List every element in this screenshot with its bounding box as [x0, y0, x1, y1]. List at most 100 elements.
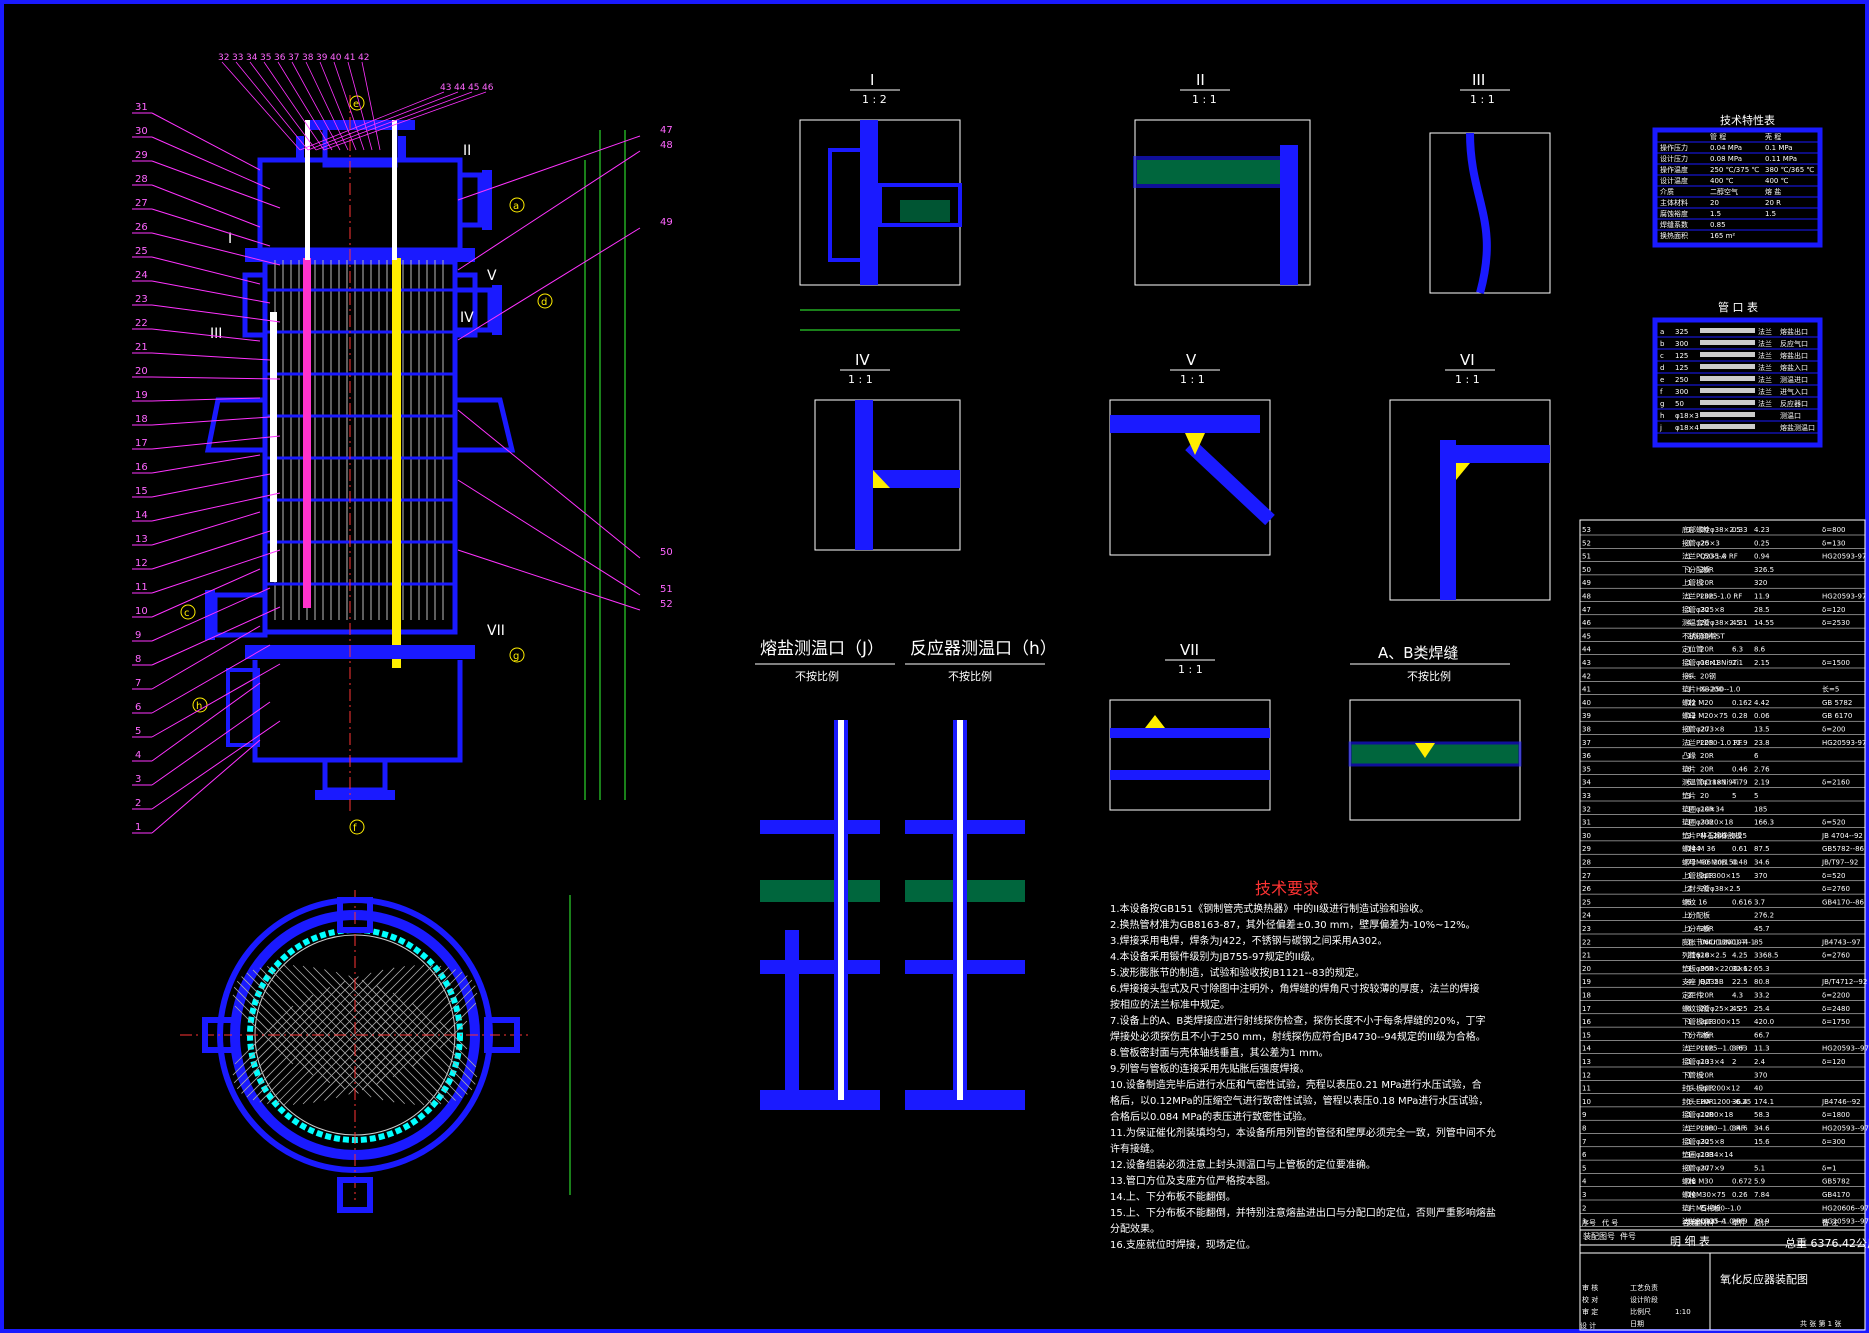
detail-III: III 1 : 1: [1429, 71, 1551, 295]
callout-40: 40: [330, 53, 342, 63]
parts-cell: 1: [1687, 1151, 1691, 1159]
tech-char-cell: 熔 盐: [1765, 187, 1781, 196]
parts-cell: 7: [1582, 1138, 1586, 1146]
parts-cell: 51: [1582, 553, 1591, 561]
parts-cell: 1: [1687, 819, 1691, 827]
parts-cell: 52: [1582, 539, 1591, 547]
parts-cell: δ=200: [1822, 726, 1846, 734]
parts-cell: 27: [1582, 872, 1591, 880]
nozzle-id: b: [1660, 340, 1665, 348]
nozzle-purpose: 熔盐出口: [1780, 327, 1808, 336]
nozzle-tags: e a d c h g f: [180, 95, 553, 835]
callout-51: 51: [660, 584, 673, 595]
parts-cell: 下分配板: [1682, 565, 1710, 574]
parts-cell: 85: [1754, 938, 1763, 946]
parts-cell: 20: [1700, 1005, 1709, 1013]
parts-cell: δ=1800: [1822, 1111, 1850, 1119]
tube-bundle: [265, 260, 455, 620]
parts-cell: 2: [1687, 992, 1691, 1000]
tech-char-cell: 主体材料: [1660, 198, 1688, 207]
parts-cell: δ=2160: [1822, 779, 1850, 787]
parts-cell: 47: [1582, 606, 1591, 614]
parts-cell: 2.1: [1732, 659, 1743, 667]
tech-char-cell: 20: [1710, 199, 1719, 207]
detail-V: V 1 : 1: [1109, 351, 1275, 556]
callout-4: 4: [135, 750, 141, 761]
parts-header: 序号: [1582, 1218, 1596, 1227]
parts-cell: 26: [1582, 885, 1591, 893]
parts-cell: 20R: [1700, 1031, 1714, 1039]
parts-cell: 4.42: [1754, 699, 1770, 707]
bottom-head: [252, 660, 463, 763]
parts-cell: 6.3: [1732, 646, 1743, 654]
parts-cell: 30: [1582, 832, 1591, 840]
parts-cell: 接管φ1200×18: [1682, 1110, 1733, 1119]
parts-cell: 垫片HS--250--1.0: [1682, 685, 1740, 694]
detail-VII-title: VII: [1180, 641, 1199, 659]
callout-8: 8: [135, 654, 141, 665]
parts-cell: 36.4: [1732, 1098, 1748, 1106]
callout-43: 43: [440, 83, 451, 93]
parts-cell: JB/T4712--92: [1821, 978, 1867, 986]
nozzle-id: g: [1660, 400, 1664, 408]
parts-cell: 20R: [1700, 579, 1714, 587]
parts-cell: 6: [1687, 765, 1692, 773]
role-scale: 比例尺: [1630, 1307, 1651, 1316]
nozzle-type: 法兰: [1758, 399, 1772, 408]
parts-cell: 3.63: [1732, 1045, 1748, 1053]
callout-20: 20: [135, 366, 148, 377]
parts-cell: 1: [1687, 606, 1691, 614]
parts-cell: 1: [1687, 1164, 1691, 1172]
nozzle-size: 300: [1675, 388, 1688, 396]
callout-21: 21: [135, 342, 148, 353]
parts-cell: δ=520: [1822, 872, 1846, 880]
molten-salt-port-note: 不按比例: [795, 669, 839, 683]
svg-text:I: I: [228, 231, 232, 247]
parts-cell: 20: [1700, 539, 1709, 547]
parts-cell: 1: [1687, 553, 1691, 561]
total-weight: 总重 6376.42公斤: [1785, 1236, 1869, 1250]
parts-cell: 49: [1582, 579, 1591, 587]
parts-cell: 垫片MS--300--1.0: [1682, 1203, 1741, 1212]
parts-cell: 25.4: [1754, 1005, 1770, 1013]
parts-cell: 20R: [1700, 819, 1714, 827]
callout-14: 14: [135, 510, 148, 521]
svg-text:V: V: [487, 268, 497, 284]
parts-cell: 1: [1687, 646, 1691, 654]
sig-approve: 审 定: [1582, 1307, 1598, 1316]
parts-cell: 螺栓 M30: [1682, 1177, 1713, 1186]
parts-cell: δ=1: [1822, 1164, 1837, 1172]
parts-cell: 4.3: [1732, 992, 1743, 1000]
parts-cell: δ=2760: [1822, 952, 1850, 960]
parts-cell: 支座 JB/T 2: [1682, 977, 1718, 986]
parts-cell: 144: [1687, 845, 1701, 853]
nozzle-size: 50: [1675, 400, 1684, 408]
parts-cell: 4: [1687, 672, 1692, 680]
parts-cell: 216: [1687, 952, 1701, 960]
detail-V-scale: 1 : 1: [1180, 373, 1205, 386]
parts-cell: 0.28: [1732, 712, 1748, 720]
tech-req-item: 16.支座就位时焊接，现场定位。: [1110, 1238, 1256, 1251]
detail-IV-title: IV: [855, 351, 870, 369]
parts-cell: 1: [1687, 752, 1691, 760]
tech-req-item: 1.本设备按GB151《钢制管壳式换热器》中的II级进行制造试验和验收。: [1110, 902, 1429, 915]
parts-cell: 20: [1582, 965, 1591, 973]
callout-42: 42: [358, 53, 369, 63]
tech-req-item: 6.焊接接头型式及尺寸除图中注明外，角焊缝的焊角尺寸按较薄的厚度，法兰的焊接: [1110, 982, 1480, 995]
parts-cell: 45.7: [1754, 925, 1770, 933]
callout-38: 38: [302, 53, 314, 63]
parts-cell: 22: [1582, 938, 1591, 946]
parts-cell: 1: [1687, 686, 1691, 694]
hot-tube: [303, 258, 311, 608]
parts-cell: 13.5: [1754, 726, 1770, 734]
nozzle-size: 250: [1675, 376, 1688, 384]
parts-cell: 4.25: [1732, 1005, 1748, 1013]
parts-cell: 2: [1687, 832, 1691, 840]
role-process: 工艺负责: [1630, 1283, 1658, 1292]
parts-cell: 20R: [1700, 566, 1714, 574]
parts-cell: GB5782: [1822, 1178, 1850, 1186]
parts-cell: 34.6: [1754, 859, 1770, 867]
nozzle-type: 法兰: [1758, 363, 1772, 372]
callout-17: 17: [135, 438, 148, 449]
